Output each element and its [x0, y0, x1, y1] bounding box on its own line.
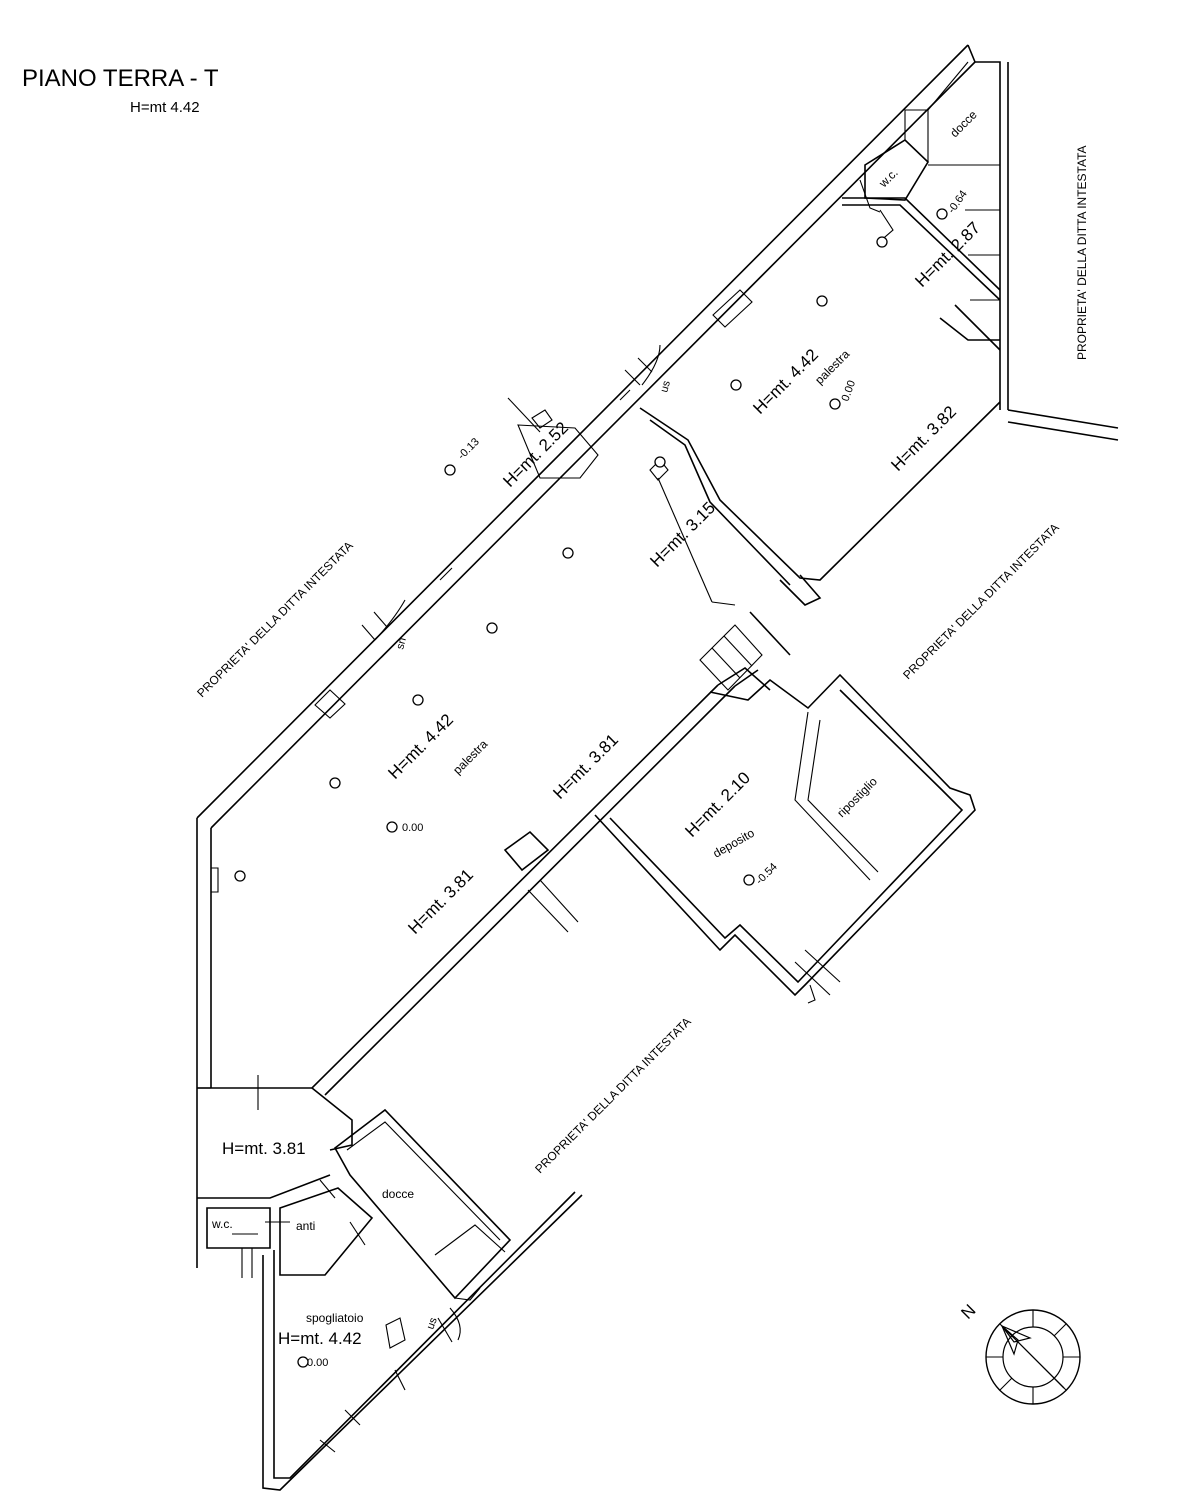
room-wc-upper: w.c.	[876, 166, 901, 191]
level-palestra-main: 0.00	[402, 822, 423, 834]
level-palestra-upper: 0.00	[840, 379, 859, 403]
room-palestra-main: palestra	[450, 737, 490, 777]
level-markers	[297, 208, 948, 1368]
north-arrow-compass: N	[957, 1301, 1081, 1405]
plan-title: PIANO TERRA - T	[22, 65, 219, 92]
deposito-walls	[594, 673, 976, 1004]
door-us-lower: us	[425, 1316, 440, 1331]
level-deposito: -0.54	[754, 861, 780, 887]
property-right-top: PROPRIETA' DELLA DITTA INTESTATA	[1075, 145, 1089, 360]
height-spogliatoio: H=mt. 4.42	[278, 1329, 362, 1348]
upper-gym-walls	[639, 61, 1001, 691]
height-palestra-main: H=mt. 4.42	[384, 710, 457, 783]
columns	[234, 236, 888, 882]
compass-north-label: N	[957, 1301, 979, 1323]
room-anti: anti	[296, 1219, 315, 1233]
property-right-mid: PROPRIETA' DELLA DITTA INTESTATA	[900, 521, 1062, 683]
door-us-upper: us	[658, 379, 673, 394]
property-left: PROPRIETA' DELLA DITTA INTESTATA	[194, 539, 356, 701]
height-palestra-upper: H=mt. 4.42	[749, 345, 822, 418]
plan-height: H=mt 4.42	[130, 99, 200, 116]
room-docce-upper: docce	[947, 107, 980, 140]
door-sn: sn	[394, 636, 409, 650]
level-bagni-upper: -0.64	[946, 188, 970, 215]
door-labels: us us sn	[394, 379, 673, 1331]
main-gym-walls	[197, 684, 736, 1349]
room-wc-lower: w.c.	[211, 1217, 233, 1231]
height-lower-room: H=mt. 3.81	[222, 1139, 306, 1158]
level-spogliatoio: 0.00	[307, 1357, 328, 1369]
height-corridor-2: H=mt. 3.81	[404, 865, 477, 938]
outer-walls	[196, 44, 1119, 1491]
height-corridor-upper: H=mt. 3.82	[887, 402, 960, 475]
room-deposito: deposito	[711, 826, 758, 861]
height-passage: H=mt. 3.15	[646, 498, 719, 571]
height-entrance: H=mt. 2.52	[499, 418, 572, 491]
property-bottom: PROPRIETA' DELLA DITTA INTESTATA	[532, 1015, 694, 1177]
facade-doors	[232, 289, 753, 1453]
room-docce-lower: docce	[382, 1187, 414, 1201]
property-labels: PROPRIETA' DELLA DITTA INTESTATA PROPRIE…	[194, 145, 1089, 1176]
room-ripostiglio: ripostiglio	[834, 774, 880, 820]
room-spogliatoio: spogliatoio	[306, 1311, 364, 1325]
room-labels: palestra palestra deposito ripostiglio d…	[211, 107, 980, 1325]
level-outside: -0.13	[456, 436, 482, 462]
